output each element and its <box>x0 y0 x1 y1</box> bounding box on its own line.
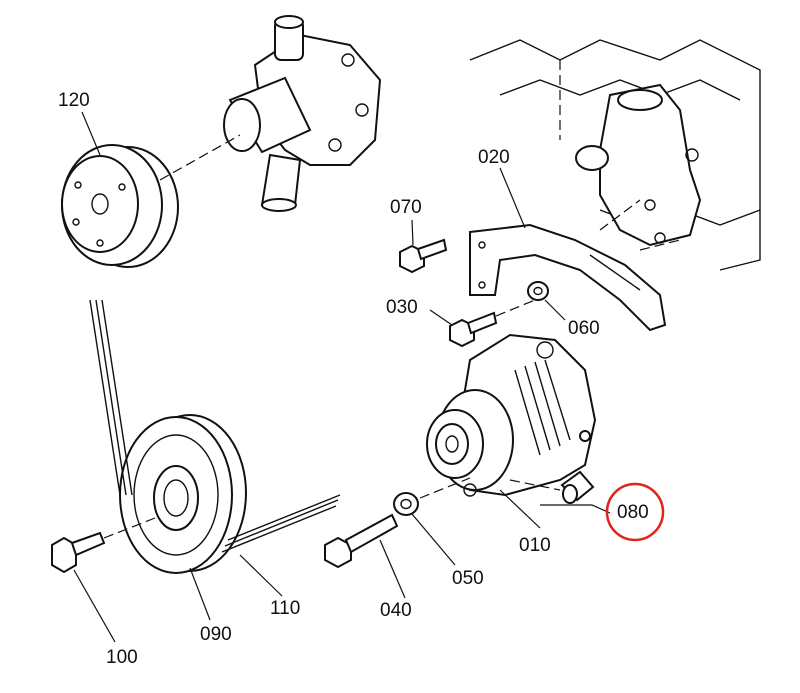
callout-050: 050 <box>452 568 484 589</box>
pulley-120 <box>61 134 241 268</box>
leader-lines <box>73 111 611 643</box>
bolt-070 <box>399 238 448 274</box>
washer-050 <box>393 477 471 516</box>
bracket-020 <box>469 199 681 332</box>
washer-060 <box>527 281 549 301</box>
bolt-040 <box>324 513 399 569</box>
callout-020: 020 <box>478 147 510 168</box>
thermostat-housing <box>575 83 702 247</box>
callout-120: 120 <box>58 90 90 111</box>
bolt-030 <box>449 299 536 348</box>
callout-070: 070 <box>390 197 422 218</box>
callout-040: 040 <box>380 600 412 621</box>
sensor-080 <box>509 470 595 504</box>
belt-110 <box>89 299 341 553</box>
callout-060: 060 <box>568 318 600 339</box>
callout-labels: 120 020 070 030 060 080 010 050 040 110 … <box>58 90 649 668</box>
water-pump <box>223 15 382 212</box>
callout-110: 110 <box>270 598 300 619</box>
highlight-circle <box>605 482 665 542</box>
pulley-090 <box>119 414 247 574</box>
callout-100: 100 <box>106 647 138 668</box>
bolt-100 <box>51 517 156 574</box>
callout-030: 030 <box>386 297 418 318</box>
alternator-010 <box>426 333 597 497</box>
callout-010: 010 <box>519 535 551 556</box>
callout-090: 090 <box>200 624 232 645</box>
callout-080: 080 <box>617 502 649 523</box>
